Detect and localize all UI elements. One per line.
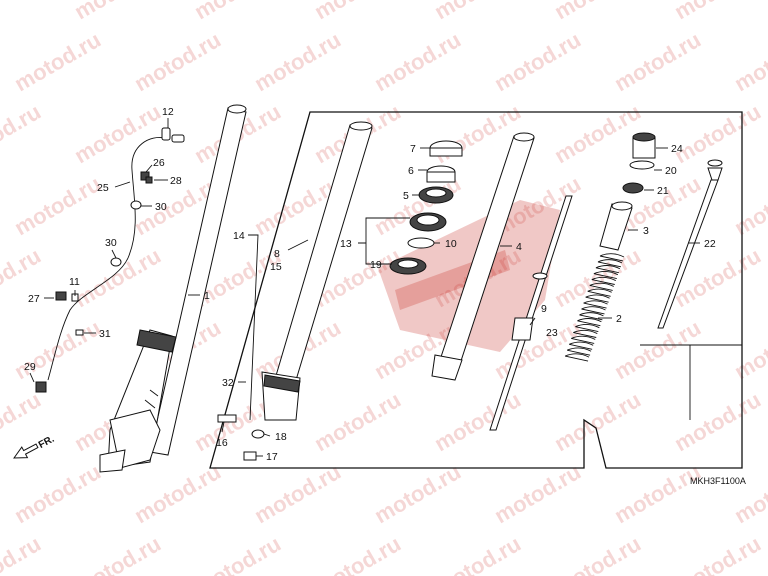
watermark-text: motod.ru bbox=[250, 27, 345, 96]
callout-17: 17 bbox=[266, 451, 278, 463]
watermark-text: motod.ru bbox=[490, 27, 585, 96]
watermark-text: motod.ru bbox=[0, 99, 45, 168]
callout-31: 31 bbox=[99, 328, 111, 340]
sensor-wire bbox=[35, 127, 185, 393]
callout-19: 19 bbox=[370, 259, 382, 271]
callout-18: 18 bbox=[275, 431, 287, 443]
watermark-text: motod.ru bbox=[70, 0, 165, 24]
watermark-text: motod.ru bbox=[610, 27, 705, 96]
watermark-text: motod.ru bbox=[10, 315, 105, 384]
watermark-text: motod.ru bbox=[670, 99, 765, 168]
watermark-text: motod.ru bbox=[190, 0, 285, 24]
callout-20: 20 bbox=[665, 165, 677, 177]
callout-12: 12 bbox=[162, 106, 174, 118]
adjuster-rod bbox=[657, 159, 723, 329]
watermark-text: motod.ru bbox=[430, 387, 525, 456]
callout-10: 10 bbox=[445, 238, 457, 250]
watermark-text: motod.ru bbox=[670, 0, 765, 24]
callout-23: 23 bbox=[546, 327, 558, 339]
seal-stack bbox=[389, 140, 463, 275]
callout-11: 11 bbox=[69, 276, 80, 288]
callout-27: 27 bbox=[28, 293, 40, 305]
watermark-text: motod.ru bbox=[130, 27, 225, 96]
watermark-text: motod.ru bbox=[610, 315, 705, 384]
watermark-text: motod.ru bbox=[490, 459, 585, 528]
watermark-text: motod.ru bbox=[550, 387, 645, 456]
callout-22: 22 bbox=[704, 238, 716, 250]
watermark-text: motod.ru bbox=[730, 27, 768, 96]
callout-24: 24 bbox=[671, 143, 683, 155]
direction-label: FR. bbox=[37, 434, 57, 451]
watermark-text: motod.ru bbox=[550, 531, 645, 576]
callout-14: 14 bbox=[233, 230, 245, 242]
watermark-text: motod.ru bbox=[70, 243, 165, 312]
callout-15: 15 bbox=[270, 261, 282, 273]
callout-6: 6 bbox=[408, 165, 414, 177]
watermark-text: motod.ru bbox=[250, 459, 345, 528]
inner-fork-tube bbox=[217, 121, 373, 461]
callout-1: 1 bbox=[204, 290, 210, 302]
callout-8: 8 bbox=[274, 248, 280, 260]
callout-4: 4 bbox=[516, 241, 522, 253]
watermark-text: motod.ru bbox=[310, 531, 405, 576]
watermark-text: motod.ru bbox=[70, 531, 165, 576]
watermark-text: motod.ru bbox=[10, 459, 105, 528]
watermark-text: motod.ru bbox=[10, 171, 105, 240]
watermark-text: motod.ru bbox=[670, 387, 765, 456]
callout-30-top: 30 bbox=[155, 201, 167, 213]
watermark-text: motod.ru bbox=[130, 459, 225, 528]
callout-2: 2 bbox=[616, 313, 622, 325]
watermark-text: motod.ru bbox=[0, 0, 45, 24]
watermark-text: motod.ru bbox=[550, 0, 645, 24]
front-direction-arrow: FR. bbox=[13, 434, 57, 459]
leader-lines bbox=[29, 118, 700, 457]
watermark-text: motod.ru bbox=[370, 459, 465, 528]
callout-7: 7 bbox=[410, 143, 416, 155]
watermark-text: motod.ru bbox=[0, 531, 45, 576]
watermark-text: motod.ru bbox=[370, 27, 465, 96]
watermark-text: motod.ru bbox=[730, 315, 768, 384]
watermark-text: motod.ru bbox=[730, 459, 768, 528]
callout-21: 21 bbox=[657, 185, 669, 197]
fork-cap bbox=[622, 132, 656, 194]
callout-30-bottom: 30 bbox=[105, 237, 117, 249]
callout-9: 9 bbox=[541, 303, 547, 315]
watermark-text: motod.ru bbox=[610, 459, 705, 528]
outer-fork-tube bbox=[431, 132, 535, 381]
callout-16: 16 bbox=[216, 437, 228, 449]
callout-26: 26 bbox=[153, 157, 165, 169]
fork-spring bbox=[564, 201, 633, 362]
watermark-text: motod.ru bbox=[430, 531, 525, 576]
watermark-text: motod.ru bbox=[550, 99, 645, 168]
assembly-border bbox=[209, 111, 743, 469]
damper-rod bbox=[489, 195, 573, 431]
watermark-text: motod.ru bbox=[670, 531, 765, 576]
watermark-text: motod.ru bbox=[70, 99, 165, 168]
callout-labels: 12 1 14 8 15 7 6 5 13 10 19 4 9 23 3 2 2… bbox=[24, 106, 716, 463]
callout-25: 25 bbox=[97, 182, 109, 194]
callout-5: 5 bbox=[403, 190, 409, 202]
watermark-text: motod.ru bbox=[310, 387, 405, 456]
watermark-text: motod.ru bbox=[430, 0, 525, 24]
callout-3: 3 bbox=[643, 225, 649, 237]
diagram-code: MKH3F1100A bbox=[690, 476, 746, 486]
callout-28: 28 bbox=[170, 175, 182, 187]
callout-32: 32 bbox=[222, 377, 234, 389]
callout-13: 13 bbox=[340, 238, 352, 250]
watermark-text: motod.ru bbox=[10, 27, 105, 96]
watermark-text: motod.ru bbox=[190, 531, 285, 576]
fork-assembly-left bbox=[99, 104, 247, 473]
watermark-text: motod.ru bbox=[310, 0, 405, 24]
watermark-text: motod.ru bbox=[730, 171, 768, 240]
callout-29: 29 bbox=[24, 361, 36, 373]
